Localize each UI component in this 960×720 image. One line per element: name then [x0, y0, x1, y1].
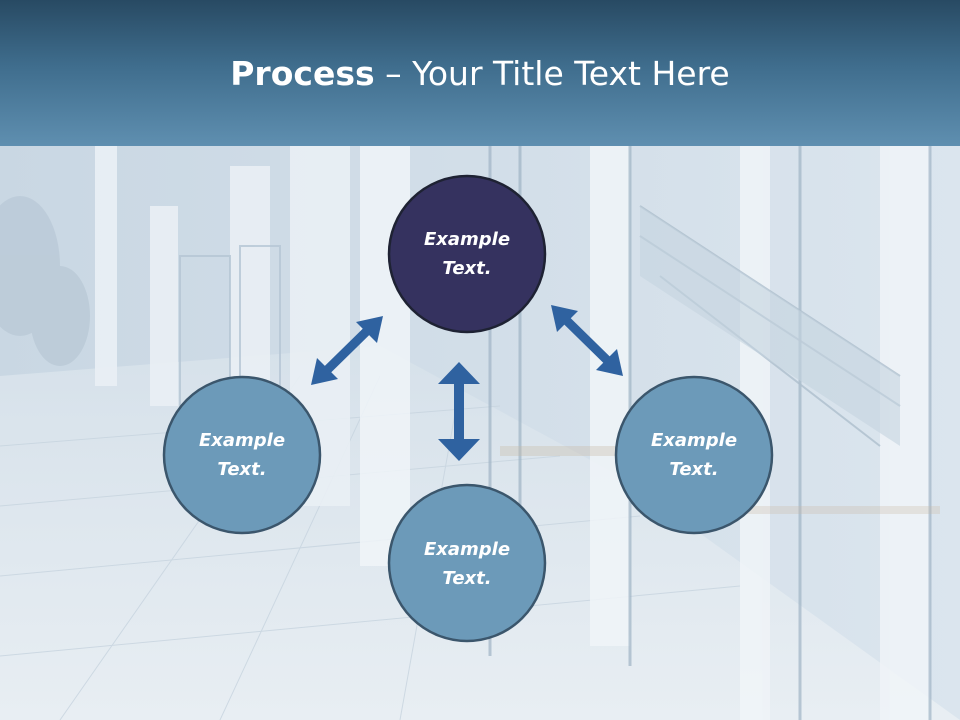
header-bar: [0, 0, 960, 146]
node-left-label: Example Text.: [172, 426, 312, 484]
node-center-label: Example Text.: [397, 225, 537, 283]
arrow-top-left: [311, 316, 383, 385]
node-center-line2: Text.: [442, 258, 492, 279]
node-right: [614, 375, 774, 535]
title-rest: – Your Title Text Here: [374, 54, 730, 93]
node-left-line1: Example: [198, 430, 286, 451]
node-bottom: [387, 483, 547, 643]
node-center-line1: Example: [423, 229, 511, 250]
node-left-line2: Text.: [217, 459, 267, 480]
node-right-line2: Text.: [669, 459, 719, 480]
arrow-top-right: [551, 305, 623, 376]
slide-title: Process – Your Title Text Here: [0, 52, 960, 96]
node-center: [387, 174, 547, 334]
node-right-line1: Example: [650, 430, 738, 451]
node-bottom-line1: Example: [423, 539, 511, 560]
node-bottom-line2: Text.: [442, 568, 492, 589]
node-bottom-label: Example Text.: [397, 535, 537, 593]
node-right-label: Example Text.: [624, 426, 764, 484]
node-left: [162, 375, 322, 535]
title-bold: Process: [230, 54, 375, 93]
arrow-vertical: [438, 362, 480, 461]
